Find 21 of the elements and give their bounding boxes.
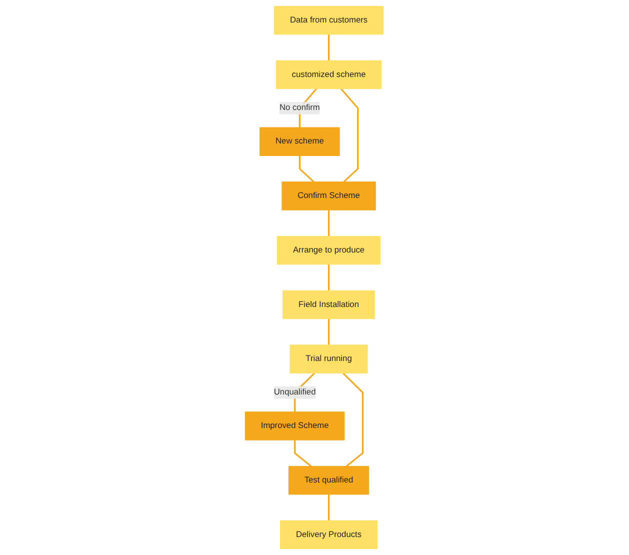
node-box: Test qualified — [288, 466, 370, 495]
node-box: Data from customers — [274, 6, 384, 35]
connector — [299, 156, 314, 182]
node-box: Field Installation — [282, 290, 376, 320]
node-box: Confirm Scheme — [282, 182, 376, 210]
edge-label: Unqualified — [274, 388, 316, 397]
connector — [294, 440, 312, 467]
node-box: Delivery Products — [280, 520, 378, 550]
connector — [340, 88, 359, 182]
node-box: Arrange to produce — [277, 236, 381, 265]
connector — [328, 494, 330, 521]
connector — [328, 210, 330, 236]
node-box: Trial running — [290, 344, 368, 374]
edge-label: No confirm — [280, 103, 320, 112]
node-box: Improved Scheme — [245, 412, 345, 440]
connector — [328, 318, 330, 345]
connector — [342, 372, 364, 467]
connector — [328, 34, 330, 61]
node-box: New scheme — [260, 127, 340, 156]
connector — [328, 264, 330, 291]
node-box: customized scheme — [276, 60, 382, 90]
